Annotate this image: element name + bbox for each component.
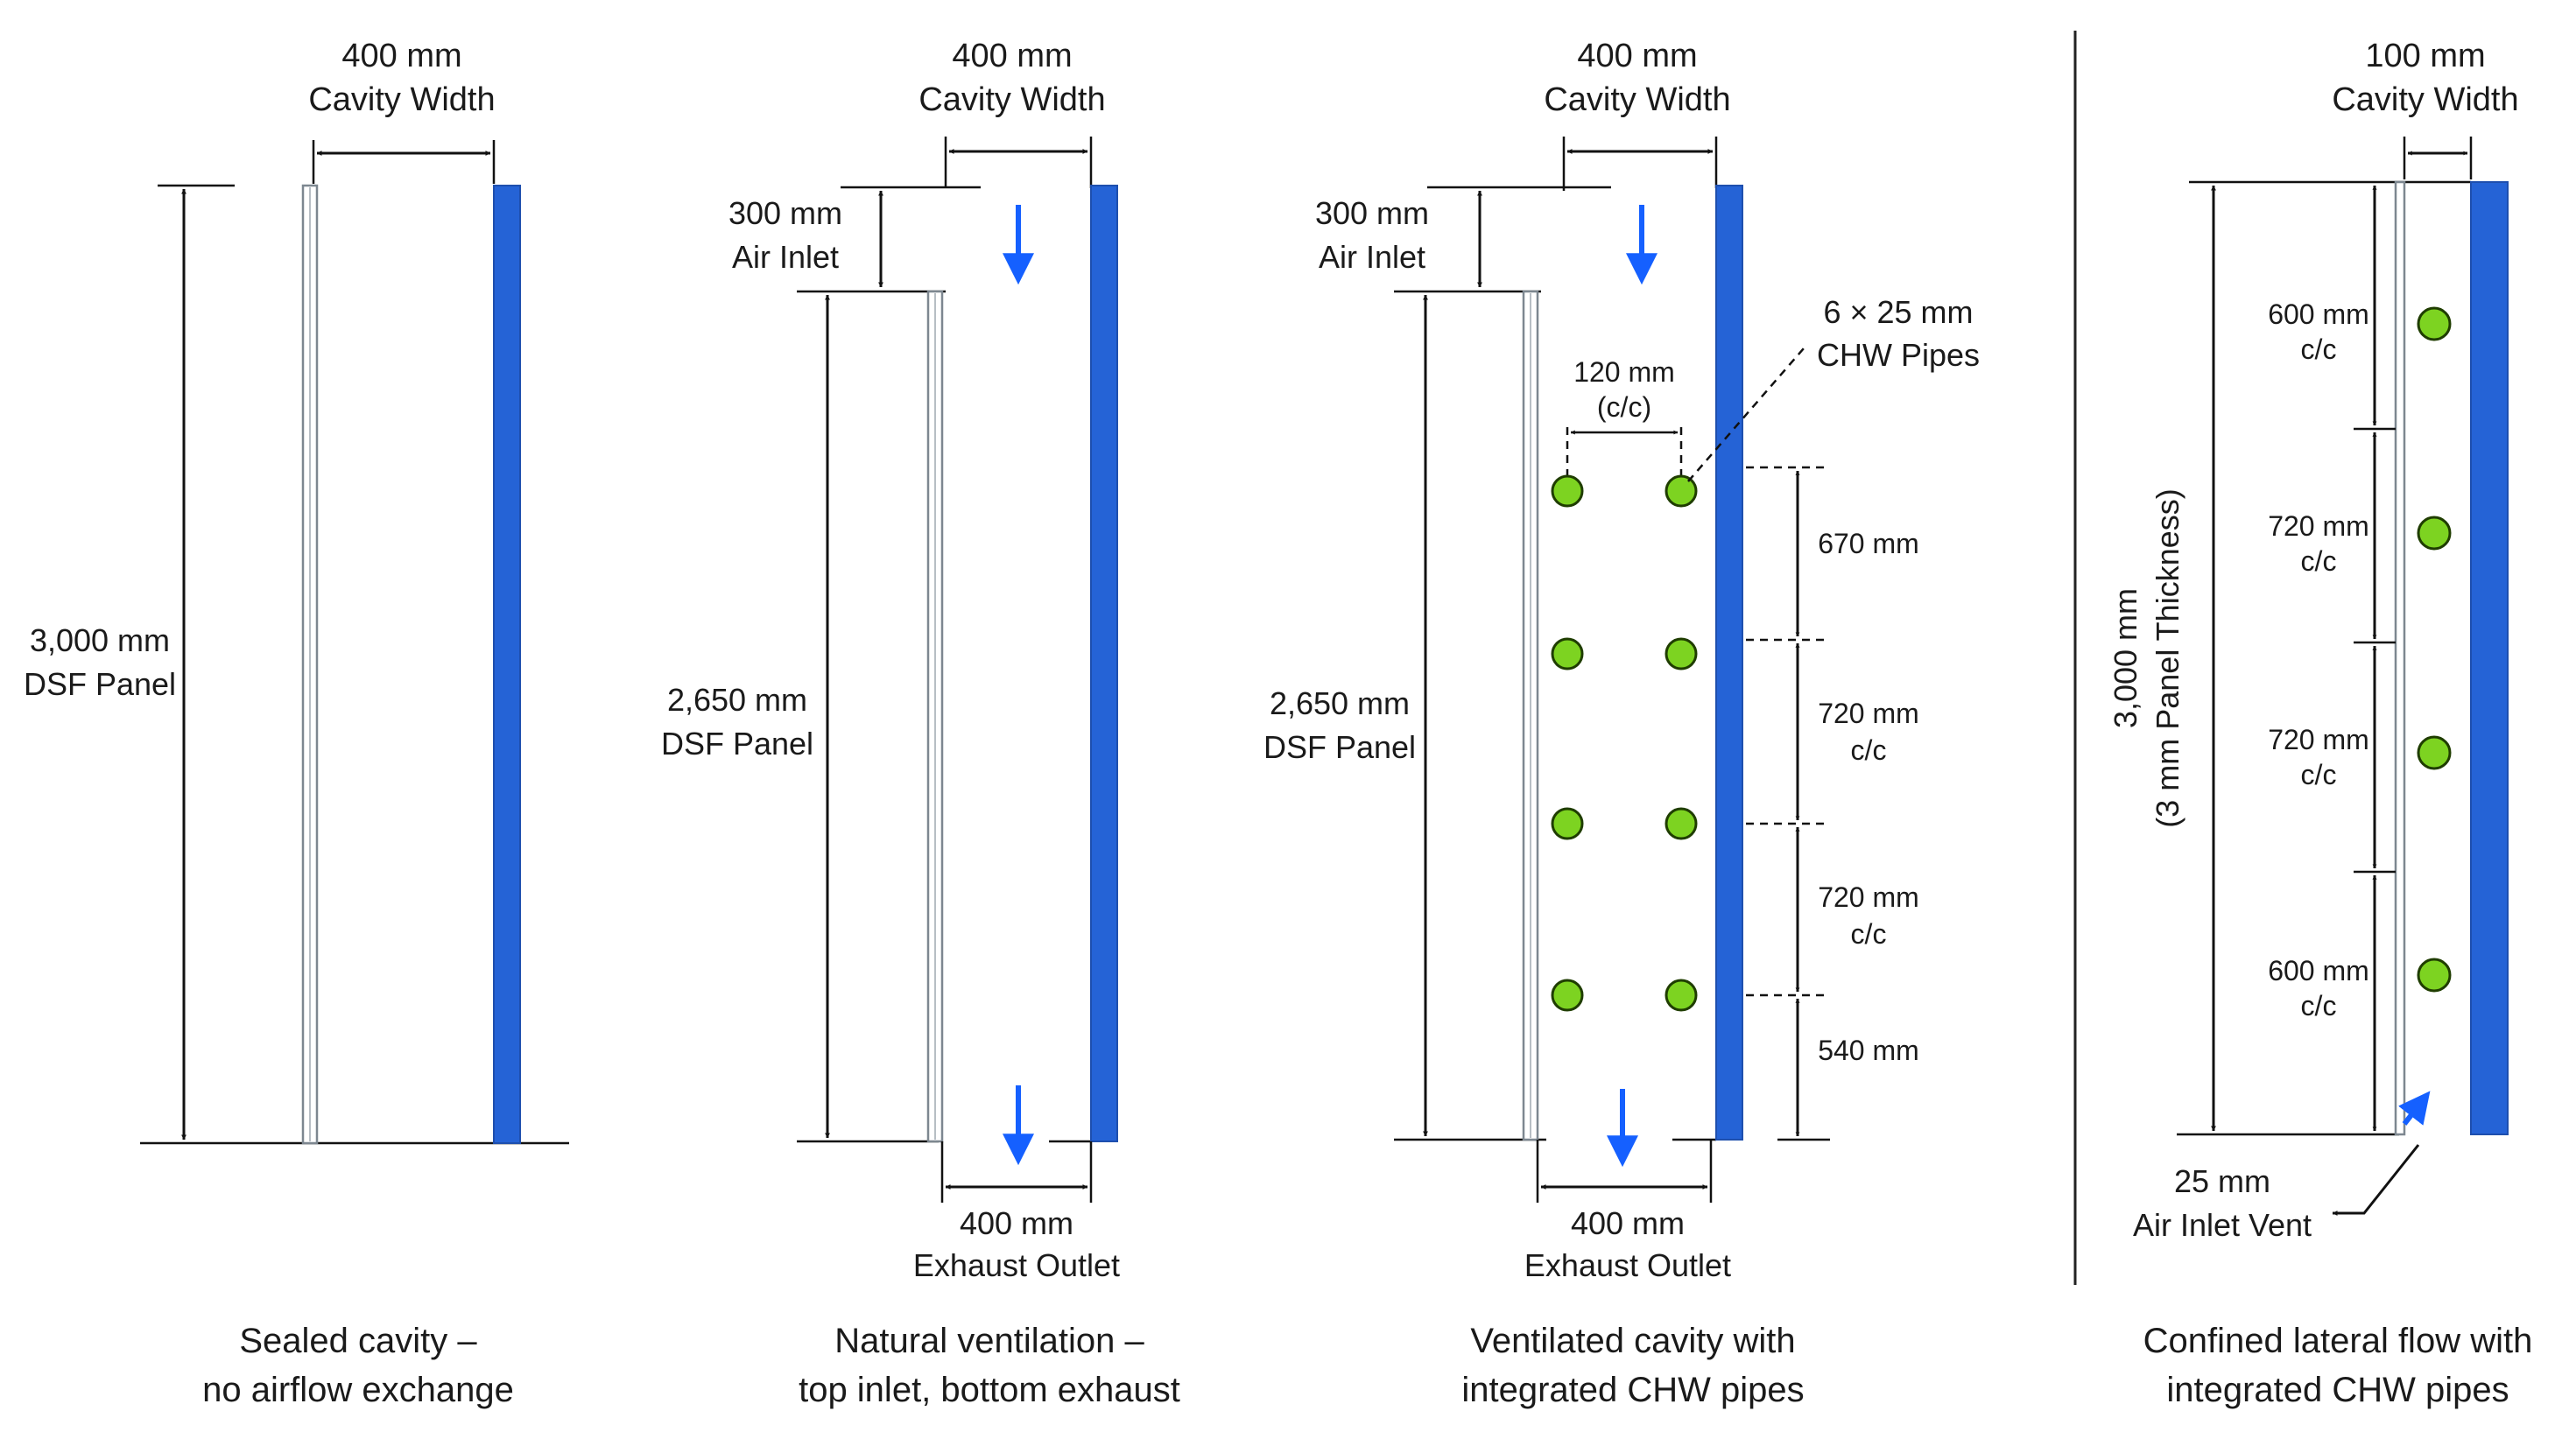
p2-dsf-panel — [1090, 185, 1118, 1142]
p4-chw-pipe — [2417, 735, 2452, 770]
p3-chw-pipe — [1665, 807, 1698, 840]
p3-chw-pipe — [1551, 979, 1584, 1012]
panel-natural-ventilation: 400 mm Cavity Width 300 mm Air Inlet 2,6… — [661, 38, 1180, 1409]
p3-inlet-label: Air Inlet — [1319, 239, 1425, 275]
p2-outlet-label: Exhaust Outlet — [913, 1247, 1120, 1283]
p3-pipes-callout-leader — [1687, 347, 1805, 482]
p3-chw-pipe — [1551, 637, 1584, 670]
p1-caption-line2: no airflow exchange — [202, 1371, 514, 1409]
p3-inlet-value: 300 mm — [1315, 195, 1429, 231]
p2-cavity-width-value: 400 mm — [952, 38, 1072, 74]
p3-chw-pipe — [1665, 474, 1698, 508]
p3-spacing-sub-2: c/c — [1851, 734, 1887, 766]
p3-caption-line2: integrated CHW pipes — [1461, 1371, 1804, 1409]
p1-caption-line1: Sealed cavity – — [239, 1322, 477, 1360]
p1-cavity-width-value: 400 mm — [341, 38, 461, 74]
p3-cavity-width-value: 400 mm — [1577, 38, 1697, 74]
p3-pipe-spacing-value: 120 mm — [1573, 356, 1675, 388]
p4-spacing-sub-1: c/c — [2301, 333, 2337, 365]
p3-outlet-value: 400 mm — [1571, 1205, 1685, 1241]
p4-spacing-value-3: 720 mm — [2268, 724, 2369, 755]
p4-vent-value: 25 mm — [2174, 1163, 2270, 1199]
p3-pipes-callout-line2: CHW Pipes — [1817, 337, 1980, 373]
p3-chw-pipe — [1551, 807, 1584, 840]
p4-spacing-sub-4: c/c — [2301, 990, 2337, 1021]
p2-height-value: 2,650 mm — [667, 682, 807, 718]
p3-spacing-value-4: 540 mm — [1818, 1035, 1919, 1066]
p4-caption-line2: integrated CHW pipes — [2166, 1371, 2509, 1409]
p4-caption-line1: Confined lateral flow with — [2143, 1322, 2533, 1360]
p1-height-label: DSF Panel — [24, 666, 176, 702]
p3-chw-pipe — [1665, 637, 1698, 670]
p3-chw-pipe — [1665, 979, 1698, 1012]
p4-inner-glass — [2394, 180, 2406, 1136]
p3-dsf-panel — [1715, 185, 1743, 1141]
p4-height-value: 3,000 mm — [2108, 588, 2143, 728]
p1-cavity-width-label: Cavity Width — [308, 81, 495, 118]
p4-vent-label: Air Inlet Vent — [2133, 1207, 2312, 1243]
p4-spacing-value-4: 600 mm — [2268, 955, 2369, 986]
p4-vent-leader — [2332, 1144, 2420, 1216]
p3-spacing-value-2: 720 mm — [1818, 698, 1919, 729]
p3-height-label: DSF Panel — [1263, 729, 1416, 765]
p3-outlet-label: Exhaust Outlet — [1524, 1247, 1731, 1283]
panel-ventilated-chw: 400 mm Cavity Width 300 mm Air Inlet 2,6… — [1263, 38, 1980, 1409]
p4-spacing-sub-2: c/c — [2301, 545, 2337, 577]
p4-chw-pipe — [2417, 958, 2452, 993]
p3-spacing-value-3: 720 mm — [1818, 881, 1919, 913]
p4-dsf-panel — [2470, 181, 2509, 1135]
p3-height-value: 2,650 mm — [1270, 685, 1410, 721]
p3-pipe-spacing-note: (c/c) — [1597, 391, 1651, 423]
p4-cavity-width-value: 100 mm — [2365, 38, 2485, 74]
p3-spacing-sub-3: c/c — [1851, 918, 1887, 950]
p2-height-label: DSF Panel — [661, 726, 813, 762]
p3-caption-line1: Ventilated cavity with — [1470, 1322, 1795, 1360]
p3-spacing-value-1: 670 mm — [1818, 528, 1919, 559]
p2-inlet-value: 300 mm — [728, 195, 842, 231]
p2-outlet-value: 400 mm — [960, 1205, 1073, 1241]
p4-height-note: (3 mm Panel Thickness) — [2150, 488, 2185, 827]
p4-chw-pipe — [2417, 516, 2452, 551]
p1-height-value: 3,000 mm — [30, 622, 170, 658]
panel-confined-lateral-flow: 100 mm Cavity Width 3,000 mm (3 mm Panel… — [2108, 38, 2532, 1409]
p4-cavity-width-label: Cavity Width — [2332, 81, 2518, 118]
p3-chw-pipe — [1551, 474, 1584, 508]
p4-vent-flow-arrow — [2398, 1091, 2431, 1126]
p2-inlet-label: Air Inlet — [732, 239, 839, 275]
p4-spacing-value-1: 600 mm — [2268, 298, 2369, 330]
p3-cavity-width-label: Cavity Width — [1544, 81, 1730, 118]
p4-spacing-sub-3: c/c — [2301, 759, 2337, 790]
p1-dsf-panel — [493, 185, 521, 1144]
p4-chw-pipe — [2417, 306, 2452, 341]
p3-pipes-callout-line1: 6 × 25 mm — [1823, 294, 1973, 330]
p2-caption-line1: Natural ventilation – — [834, 1322, 1144, 1360]
p2-cavity-width-label: Cavity Width — [918, 81, 1105, 118]
p4-spacing-value-2: 720 mm — [2268, 510, 2369, 542]
p2-caption-line2: top inlet, bottom exhaust — [799, 1371, 1180, 1409]
panel-sealed-cavity: 400 mm Cavity Width 3,000 mm DSF Panel S… — [24, 38, 569, 1409]
